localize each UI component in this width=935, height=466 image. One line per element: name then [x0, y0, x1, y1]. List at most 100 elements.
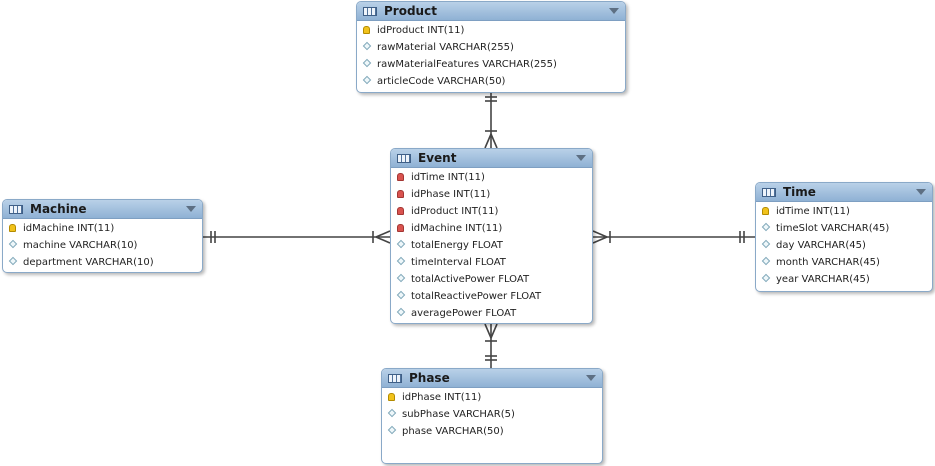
table-icon: [762, 187, 776, 197]
table-header[interactable]: Event: [391, 149, 592, 168]
table-machine[interactable]: Machine idMachine INT(11) machine VARCHAR(…: [2, 199, 203, 273]
key-icon: [9, 224, 16, 232]
crow-foot: [490, 133, 498, 149]
diamond-icon-wrap: [761, 222, 771, 233]
table-name: Event: [418, 151, 457, 165]
column-row[interactable]: year VARCHAR(45): [756, 271, 932, 288]
column-row[interactable]: timeInterval FLOAT: [391, 254, 592, 271]
column-label: subPhase VARCHAR(5): [402, 409, 515, 420]
table-header[interactable]: Product: [357, 2, 625, 21]
diamond-icon: [362, 41, 372, 51]
diamond-icon-wrap: [761, 273, 771, 284]
column-label: machine VARCHAR(10): [23, 240, 138, 251]
column-row[interactable]: rawMaterialFeatures VARCHAR(255): [357, 56, 625, 73]
red-key-icon: [397, 173, 404, 181]
column-label: idProduct INT(11): [377, 25, 465, 36]
diamond-icon: [387, 408, 397, 418]
chevron-down-icon[interactable]: [916, 189, 926, 195]
column-row[interactable]: rawMaterial VARCHAR(255): [357, 39, 625, 56]
column-label: month VARCHAR(45): [776, 257, 880, 268]
column-row[interactable]: subPhase VARCHAR(5): [382, 406, 602, 423]
diamond-icon: [387, 425, 397, 435]
column-row[interactable]: month VARCHAR(45): [756, 254, 932, 271]
column-label: rawMaterialFeatures VARCHAR(255): [377, 59, 557, 70]
table-time[interactable]: Time idTime INT(11)timeSlot VARCHAR(45) da…: [755, 182, 933, 292]
table-phase[interactable]: Phase idPhase INT(11) subPhase VARCHAR(5) p…: [381, 368, 603, 464]
red-key-icon-wrap: [397, 190, 406, 199]
chevron-down-icon[interactable]: [576, 155, 586, 161]
table-name: Phase: [409, 371, 450, 385]
diamond-icon: [396, 239, 406, 249]
column-row[interactable]: idMachine INT(11): [391, 220, 592, 237]
chevron-down-icon[interactable]: [186, 206, 196, 212]
crow-foot: [490, 323, 498, 339]
column-row[interactable]: idTime INT(11): [391, 169, 592, 186]
key-icon-wrap: [388, 393, 397, 402]
column-row[interactable]: machine VARCHAR(10): [3, 237, 202, 254]
column-row[interactable]: totalActivePower FLOAT: [391, 271, 592, 288]
table-icon: [363, 6, 377, 16]
column-row[interactable]: idProduct INT(11): [357, 22, 625, 39]
diamond-icon-wrap: [396, 273, 406, 284]
diamond-icon: [8, 256, 18, 266]
column-row[interactable]: timeSlot VARCHAR(45): [756, 220, 932, 237]
table-name: Time: [783, 185, 816, 199]
column-label: totalEnergy FLOAT: [411, 240, 503, 251]
key-icon: [762, 207, 769, 215]
column-row[interactable]: idMachine INT(11): [3, 220, 202, 237]
column-label: idMachine INT(11): [411, 223, 503, 234]
table-header[interactable]: Phase: [382, 369, 602, 388]
column-row[interactable]: day VARCHAR(45): [756, 237, 932, 254]
column-row[interactable]: averagePower FLOAT: [391, 305, 592, 322]
column-label: idMachine INT(11): [23, 223, 115, 234]
red-key-icon-wrap: [397, 207, 406, 216]
diamond-icon-wrap: [387, 408, 397, 419]
column-label: rawMaterial VARCHAR(255): [377, 42, 514, 53]
crow-foot: [375, 236, 391, 244]
column-row[interactable]: department VARCHAR(10): [3, 254, 202, 271]
column-label: day VARCHAR(45): [776, 240, 866, 251]
column-row[interactable]: phase VARCHAR(50): [382, 423, 602, 440]
column-row[interactable]: articleCode VARCHAR(50): [357, 73, 625, 90]
column-row[interactable]: totalReactivePower FLOAT: [391, 288, 592, 305]
column-row[interactable]: idProduct INT(11): [391, 203, 592, 220]
diamond-icon-wrap: [761, 256, 771, 267]
diamond-icon: [761, 239, 771, 249]
crow-foot: [484, 133, 492, 149]
column-row[interactable]: idPhase INT(11): [391, 186, 592, 203]
column-list: idTime INT(11)timeSlot VARCHAR(45) day VA…: [756, 202, 932, 288]
column-label: idProduct INT(11): [411, 206, 499, 217]
red-key-icon-wrap: [397, 224, 406, 233]
diamond-icon-wrap: [362, 58, 372, 69]
chevron-down-icon[interactable]: [586, 375, 596, 381]
red-key-icon-wrap: [397, 173, 406, 182]
table-icon: [9, 204, 23, 214]
column-label: timeInterval FLOAT: [411, 257, 506, 268]
column-list: idPhase INT(11) subPhase VARCHAR(5) phase …: [382, 388, 602, 440]
table-event[interactable]: Event idTime INT(11) idPhase INT(11) idProd…: [390, 148, 593, 324]
diamond-icon-wrap: [362, 75, 372, 86]
diamond-icon: [761, 222, 771, 232]
chevron-down-icon[interactable]: [609, 8, 619, 14]
diamond-icon-wrap: [396, 256, 406, 267]
column-row[interactable]: totalEnergy FLOAT: [391, 237, 592, 254]
diamond-icon-wrap: [8, 256, 18, 267]
column-label: idPhase INT(11): [402, 392, 482, 403]
column-row[interactable]: idTime INT(11): [756, 203, 932, 220]
column-label: totalActivePower FLOAT: [411, 274, 530, 285]
column-label: idTime INT(11): [411, 172, 485, 183]
column-label: idPhase INT(11): [411, 189, 491, 200]
column-label: phase VARCHAR(50): [402, 426, 504, 437]
table-product[interactable]: Product idProduct INT(11) rawMaterial VARC…: [356, 1, 626, 93]
table-header[interactable]: Machine: [3, 200, 202, 219]
table-header[interactable]: Time: [756, 183, 932, 202]
column-row[interactable]: idPhase INT(11): [382, 389, 602, 406]
diamond-icon-wrap: [396, 290, 406, 301]
diamond-icon-wrap: [8, 239, 18, 250]
key-icon-wrap: [9, 224, 18, 233]
diamond-icon: [396, 290, 406, 300]
column-list: idTime INT(11) idPhase INT(11) idProduct I…: [391, 168, 592, 322]
diamond-icon: [396, 307, 406, 317]
